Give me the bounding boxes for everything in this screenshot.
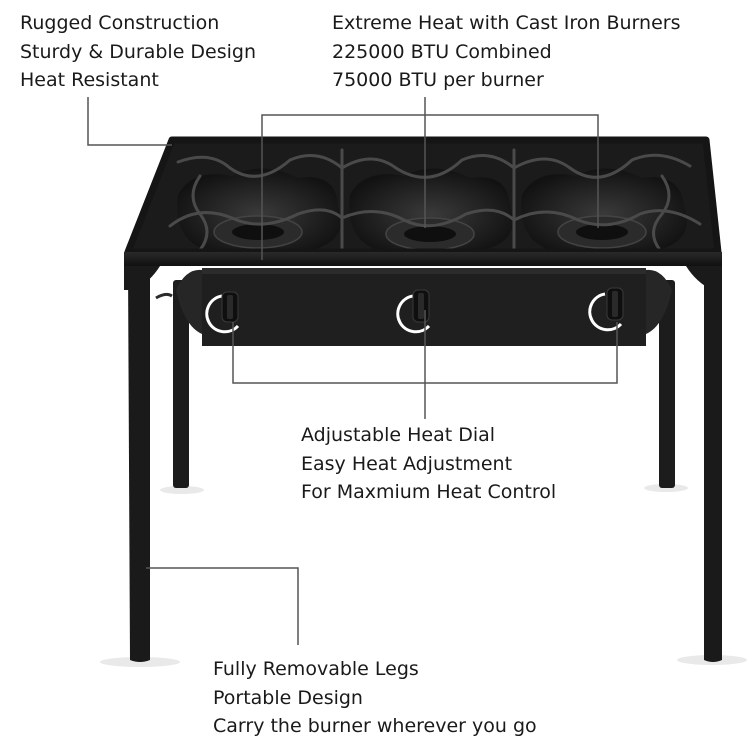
caption-line: Fully Removable Legs bbox=[213, 658, 419, 680]
dial-left-icon bbox=[205, 291, 240, 334]
caption-line: Portable Design bbox=[213, 686, 363, 709]
callout-lines bbox=[87, 97, 618, 645]
caption-line: Heat Resistant bbox=[20, 69, 159, 91]
caption-line: 225000 BTU Combined bbox=[332, 40, 552, 63]
caption-line: Rugged Construction bbox=[20, 12, 220, 34]
construction-caption: Rugged Construction Sturdy & Durable Des… bbox=[20, 9, 256, 95]
floor-shadows bbox=[100, 484, 747, 667]
burner-left bbox=[177, 168, 341, 252]
burner-center bbox=[349, 168, 513, 252]
caption-line: Adjustable Heat Dial bbox=[301, 424, 496, 446]
caption-line: Sturdy & Durable Design bbox=[20, 40, 257, 63]
legs-caption: Fully Removable Legs Portable Design Car… bbox=[213, 655, 537, 741]
heat-dial-caption: Adjustable Heat Dial Easy Heat Adjustmen… bbox=[301, 421, 556, 507]
gas-hose bbox=[155, 292, 173, 300]
heat-dials bbox=[205, 287, 624, 334]
back-legs bbox=[173, 280, 675, 488]
caption-line: Easy Heat Adjustment bbox=[301, 452, 513, 475]
caption-line: Extreme Heat with Cast Iron Burners bbox=[332, 12, 681, 34]
dial-right-icon bbox=[588, 287, 624, 332]
pot-support-grates bbox=[168, 148, 702, 252]
front-apron bbox=[124, 252, 722, 266]
burner-caption: Extreme Heat with Cast Iron Burners 2250… bbox=[332, 9, 680, 95]
caption-line: 75000 BTU per burner bbox=[332, 69, 544, 91]
front-legs bbox=[128, 266, 722, 662]
dial-center-icon bbox=[396, 289, 431, 334]
cast-iron-burners bbox=[177, 168, 687, 252]
burner-right bbox=[521, 168, 687, 252]
caption-line: Carry the burner wherever you go bbox=[213, 715, 537, 737]
caption-line: For Maxmium Heat Control bbox=[301, 481, 557, 503]
